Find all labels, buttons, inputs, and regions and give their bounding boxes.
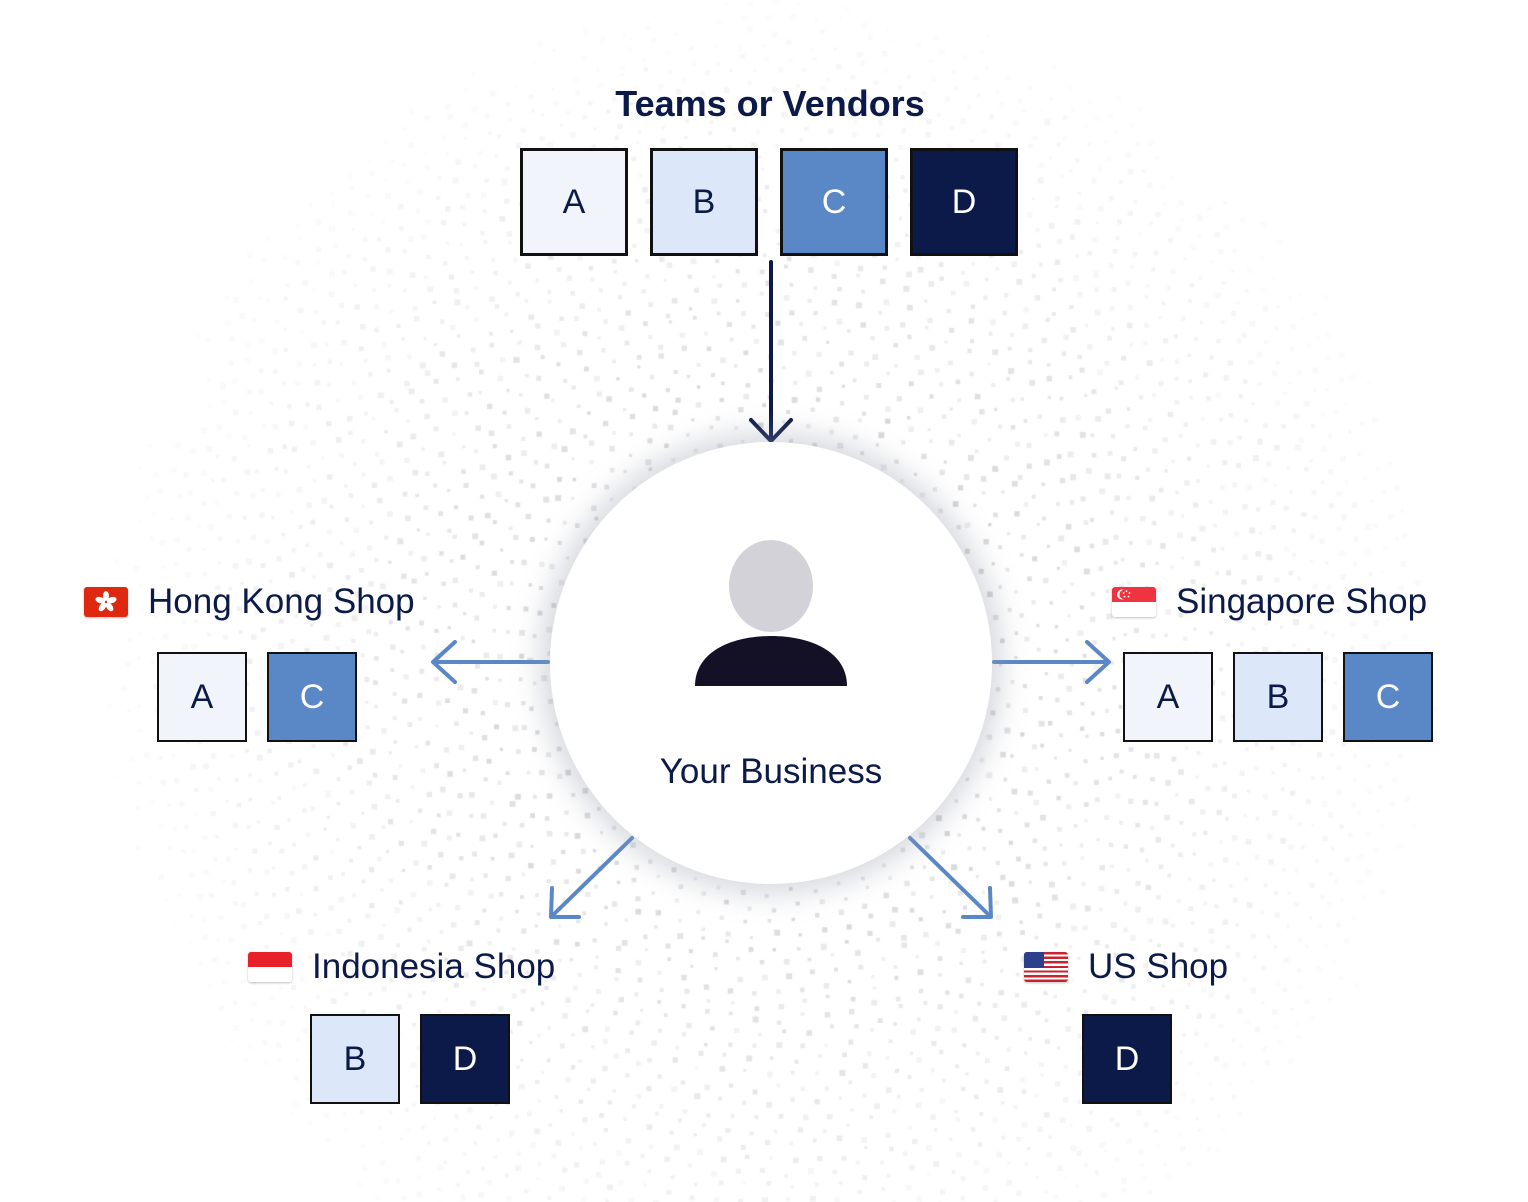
singapore-team-c: C [1343,652,1433,742]
us-team-d: D [1082,1014,1172,1104]
vendor-box-c: C [780,148,888,256]
shop-heading-us: US Shop [1024,945,1228,989]
indonesia-team-d: D [420,1014,510,1104]
shop-heading-hong-kong: Hong Kong Shop [84,580,415,624]
shop-name-singapore: Singapore Shop [1176,582,1428,621]
vendor-box-d: D [910,148,1018,256]
arrow-business-to-singapore [992,640,1111,684]
shop-name-indonesia: Indonesia Shop [312,947,556,986]
business-hub: Your Business [550,442,992,884]
shop-heading-indonesia: Indonesia Shop [248,945,555,989]
arrow-business-to-us [908,836,993,919]
user-avatar-icon [695,540,847,686]
arrow-vendors-to-business [749,260,793,443]
indonesia-team-b: B [310,1014,400,1104]
hong-kong-team-a: A [157,652,247,742]
hong-kong-team-c: C [267,652,357,742]
singapore-team-a: A [1123,652,1213,742]
singapore-team-b: B [1233,652,1323,742]
business-label: Your Business [659,752,883,791]
arrow-business-to-indonesia [549,836,634,919]
vendor-box-b: B [650,148,758,256]
singapore-flag-icon [1112,587,1156,617]
shop-name-hong-kong: Hong Kong Shop [148,582,415,621]
shop-heading-singapore: Singapore Shop [1112,580,1427,624]
diagram-title: Teams or Vendors [615,83,925,124]
shop-name-us: US Shop [1088,947,1229,986]
indonesia-flag-icon [248,952,292,982]
vendor-box-a: A [520,148,628,256]
arrow-business-to-hong-kong [431,640,550,684]
hong-kong-flag-icon [84,587,128,617]
us-flag-icon [1024,952,1068,982]
